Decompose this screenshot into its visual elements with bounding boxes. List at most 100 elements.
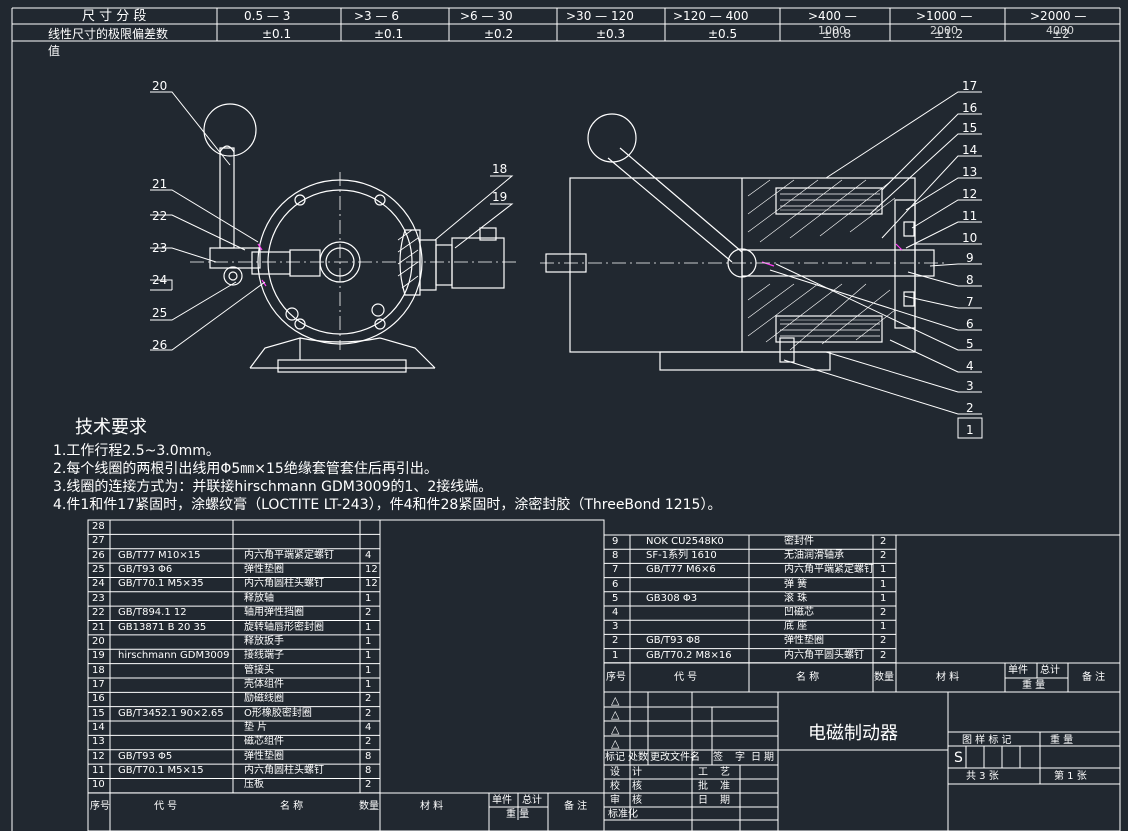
- bom-cell-qty: 1: [365, 621, 372, 633]
- bom-cell-qty: 1: [365, 650, 372, 662]
- bom-cell-qty: 12: [365, 578, 378, 590]
- bom-header-name: 名 称: [280, 801, 304, 812]
- bom-cell-qty: 2: [880, 635, 887, 647]
- bom-cell-no: 5: [612, 592, 619, 604]
- bom-cell-no: 12: [92, 750, 105, 762]
- sign-label: 审: [610, 795, 620, 806]
- bom-cell-code: GB/T93 Φ5: [118, 750, 173, 762]
- tech-req-line: 3.线圈的连接方式为：并联接hirschmann GDM3009的1、2接线端。: [53, 479, 493, 495]
- callout-label: 26: [152, 338, 168, 352]
- rev-col-sign-a: 签: [713, 752, 723, 763]
- revision-triangle: △: [611, 723, 620, 736]
- bom-cell-no: 14: [92, 722, 105, 734]
- callout-label: 4: [966, 359, 974, 373]
- bom-cell-code: SF-1系列 1610: [646, 550, 717, 562]
- bom-cell-name: 弹性垫圈: [784, 635, 824, 647]
- bom-cell-qty: 1: [365, 678, 372, 690]
- bom-cell-qty: 2: [880, 536, 887, 547]
- revision-triangle: △: [611, 694, 620, 707]
- bom-cell-code: GB/T70.1 M5×15: [118, 765, 204, 777]
- bom-header-unit: 单件: [492, 795, 512, 806]
- callout-label: 21: [152, 177, 168, 191]
- revision-triangle: △: [611, 737, 620, 750]
- bom-header-code: 代 号: [154, 801, 178, 812]
- tech-req-line: 4.件1和件17紧固时，涂螺纹膏（LOCTITE LT-243），件4和件28紧…: [53, 497, 722, 513]
- stage-value: S: [954, 750, 963, 766]
- tolerance-range: >3 — 6: [354, 9, 399, 23]
- callout-label: 3: [966, 379, 974, 393]
- bom-cell-qty: 1: [365, 664, 372, 676]
- bom-cell-code: hirschmann GDM3009: [118, 650, 230, 662]
- rev-col-sign-b: 字: [735, 752, 745, 763]
- bom-header-no: 序号: [90, 801, 110, 812]
- bom-cell-name: 弹性垫圈: [244, 564, 284, 576]
- bom-cell-name: 垫 片: [244, 722, 268, 734]
- revision-triangle: △: [611, 708, 620, 721]
- bom-header-remark: 备 注: [564, 801, 588, 812]
- sign-label: 标准化: [608, 809, 638, 820]
- bom-header-no: 序号: [606, 672, 626, 683]
- callout-label: 20: [152, 79, 168, 93]
- tech-req-line: 1.工作行程2.5~3.0mm。: [53, 443, 220, 459]
- tech-req-heading: 技术要求: [75, 417, 147, 438]
- tolerance-range: >2000 —: [1030, 9, 1087, 23]
- tolerance-range: >30 — 120: [566, 9, 634, 23]
- bom-cell-no: 6: [612, 578, 619, 590]
- sign-label: 计: [632, 767, 642, 778]
- bom-cell-name: 无油润滑轴承: [784, 550, 844, 562]
- tolerance-deviation: ±2: [1052, 27, 1070, 41]
- rev-col-mark: 标记: [605, 752, 625, 763]
- bom-cell-name: 底 座: [784, 621, 808, 633]
- tolerance-table-grid: [216, 8, 1006, 41]
- bom-cell-qty: 1: [880, 621, 887, 633]
- bom-cell-name: 内六角平端紧定螺钉: [244, 549, 334, 561]
- bom-header-remark: 备 注: [1082, 672, 1106, 683]
- right-view-leaders: [769, 91, 983, 439]
- bom-cell-code: NOK CU2548K0: [646, 536, 724, 547]
- bom-cell-qty: 2: [880, 550, 887, 562]
- left-view: [203, 103, 505, 373]
- bom-cell-no: 22: [92, 607, 105, 619]
- bom-cell-qty: 8: [365, 750, 372, 762]
- bom-grid: [87, 519, 1121, 831]
- callout-label: 17: [962, 79, 978, 93]
- bom-cell-name: 轴用弹性挡圈: [244, 607, 304, 619]
- sign-label: 日: [698, 795, 708, 806]
- bom-cell-no: 25: [92, 564, 105, 576]
- left-view-leaders: [150, 91, 514, 351]
- callout-label: 19: [492, 190, 508, 204]
- bom-cell-no: 2: [612, 635, 619, 647]
- tolerance-overlap-value: 1000: [818, 24, 846, 37]
- bom-header-unit: 单件: [1008, 665, 1028, 676]
- sign-label: 设: [610, 767, 620, 778]
- bom-cell-no: 26: [92, 549, 105, 561]
- callout-label: 2: [966, 401, 974, 415]
- bom-cell-name: 释放轴: [244, 592, 274, 604]
- sign-label: 准: [720, 781, 730, 792]
- tolerance-range: 0.5 — 3: [244, 9, 291, 23]
- bom-cell-name: 壳体组件: [244, 678, 284, 690]
- callout-label: 15: [962, 121, 978, 135]
- bom-cell-no: 4: [612, 607, 619, 618]
- bom-cell-qty: 2: [365, 693, 372, 705]
- bom-header-code: 代 号: [674, 672, 698, 683]
- tolerance-row2-label-cont: 值: [48, 44, 61, 58]
- rev-col-date-a: 日: [751, 752, 761, 763]
- bom-cell-qty: 2: [365, 707, 372, 719]
- callout-label: 24: [152, 273, 168, 287]
- bom-cell-no: 8: [612, 550, 619, 562]
- sign-label: 校: [610, 781, 620, 792]
- bom-header-material: 材 料: [936, 672, 960, 683]
- tolerance-deviation: ±0.2: [484, 27, 514, 41]
- bom-cell-no: 27: [92, 535, 105, 547]
- tolerance-deviation: ±0.1: [262, 27, 292, 41]
- callout-label: 10: [962, 231, 978, 245]
- bom-cell-code: GB/T77 M6×6: [646, 564, 716, 576]
- tolerance-overlap-value: 2000: [930, 24, 958, 37]
- bom-cell-no: 10: [92, 779, 105, 791]
- bom-cell-qty: 4: [365, 722, 372, 734]
- bom-cell-no: 21: [92, 621, 105, 633]
- bom-cell-code: GB13871 B 20 35: [118, 621, 207, 633]
- callout-label: 22: [152, 209, 168, 223]
